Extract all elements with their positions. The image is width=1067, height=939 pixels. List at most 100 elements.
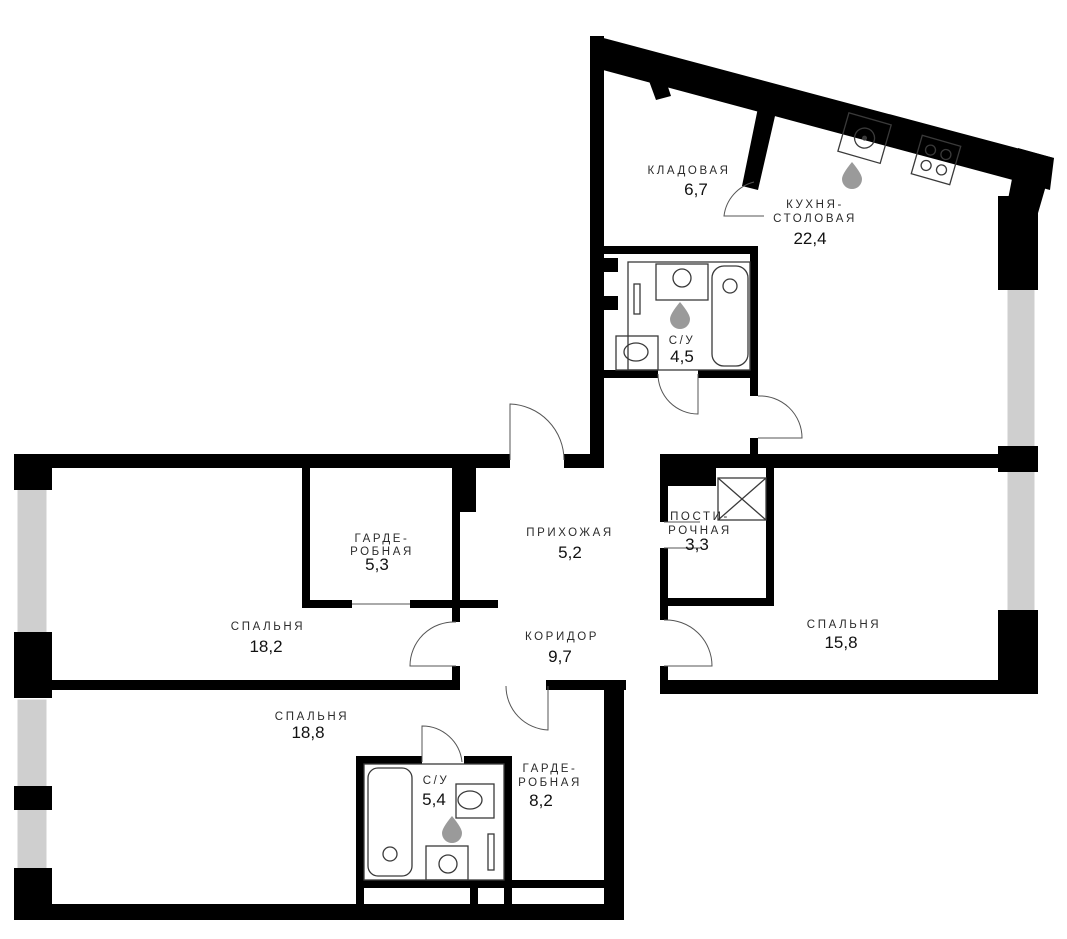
laundry-bottom-wall [660,598,774,606]
left-corner-top [14,454,52,490]
shaft-1 [600,258,618,272]
kitchen-top-wall [596,36,1054,190]
pantry-area: 6,7 [684,180,708,199]
room-labels: КЛАДОВАЯ 6,7 КУХНЯ- СТОЛОВАЯ 22,4 С/У 4,… [231,165,879,810]
bedroom-divider-wall [44,680,460,690]
bath1-radiator [633,283,641,315]
pantry-door [723,181,764,217]
wardrobe2-name-line2: РОБНАЯ [518,777,582,789]
laundry-area: 3,3 [685,535,709,554]
wardrobe1-name-line1: ГАРДЕ- [355,533,410,545]
bath2-top-wall-a [356,756,422,764]
wardrobe2-area: 8,2 [529,791,553,810]
bath1-toilet-tank [615,335,659,371]
bath2-bottom-wall [356,880,512,888]
bath1-sink-bowl [672,268,692,288]
corridor-left-jamb [452,666,460,688]
bedroom1-top-wall [14,454,510,468]
wardrobe2-bottom-wall [512,880,612,888]
bath2-toilet-tank [455,783,495,819]
laundry-shower-cross [717,477,767,521]
wardrobe1-name-line2: РОБНАЯ [350,546,414,558]
bath2-left-wall [356,756,364,906]
hall-area: 5,2 [558,543,582,562]
bath2-door [421,725,463,763]
bath1-right-wall [750,246,758,376]
bath2-name: С/У [423,775,450,787]
bedroom2-left-jamb [660,666,668,692]
kitchen-door [757,395,803,439]
bedroom3-window-top [14,696,50,790]
bath1-sink [655,263,709,301]
bedroom2-door [663,619,713,667]
wardrobe2-name-line1: ГАРДЕ- [523,763,578,775]
bath1-tub-drain [722,278,738,294]
bath1-name: С/У [669,335,696,347]
corridor-area: 9,7 [548,647,572,666]
hall-name: ПРИХОЖАЯ [526,527,614,539]
bedroom2-area: 15,8 [824,633,857,652]
wardrobe1-left-wall [302,462,310,608]
bedroom2-pier [998,610,1038,692]
kitchen-water-drop-icon [842,162,862,189]
bottom-wall [14,904,622,920]
bath2-radiator [487,833,495,871]
bedroom3-window-bottom [14,806,50,872]
bedroom2-bottom-wall [660,680,1038,694]
kitchen-name-line2: СТОЛОВАЯ [773,213,857,225]
pantry-bottom-wall [600,246,758,254]
bath1-outline [627,261,751,371]
kitchen-area: 22,4 [793,229,826,248]
laundry-left-wall-b [660,548,668,620]
bedroom1-door [409,621,457,667]
bedroom3-area: 18,8 [291,723,324,742]
bedroom1-area: 18,2 [249,637,282,656]
bedroom1-name: СПАЛЬНЯ [231,621,305,633]
bath2-tub [367,767,413,877]
laundry-shaft-hole-1 [674,468,684,482]
kitchen-name-line1: КУХНЯ- [786,199,844,211]
hall-top-wall [564,454,604,468]
laundry-opening [664,521,700,549]
kitchen-door-jamb-2 [750,438,758,466]
bath1-door [657,373,699,415]
hall-niche-inner [462,474,470,504]
bath2-shaft-divider [470,884,478,906]
shaft-2 [600,296,618,310]
bedroom2-top-wall [660,454,1038,468]
kitchen-door-jamb [750,376,758,396]
bath2-toilet [457,790,483,810]
bath1-water-drop-icon [670,302,690,329]
pantry-left-wall [590,36,604,468]
laundry-right-wall [766,462,774,606]
bath1-tub [711,265,749,367]
bath2-area: 5,4 [422,790,446,809]
walls [14,36,1054,920]
bath1-bottom-wall-b [698,370,758,378]
laundry-name-line1: ПОСТИ- [670,511,730,523]
bedroom3-door [505,685,549,731]
pantry-name: КЛАДОВАЯ [647,165,730,177]
bath2-tub-drain [382,846,398,862]
kitchen-stove [910,134,962,186]
left-pier-2 [14,786,52,810]
doors [352,181,803,763]
bedroom3-name: СПАЛЬНЯ [275,711,349,723]
bath1-bottom-wall-a [600,370,658,378]
bath2-sink [425,845,469,881]
corridor-name: КОРИДОР [525,631,599,643]
bath1-area: 4,5 [670,347,694,366]
pantry-window-jamb [645,66,671,100]
wardrobe2-right-wall [604,680,624,920]
bath2-sink-bowl [438,854,458,874]
hall-left-wall [452,462,460,622]
kitchen-sink [837,111,893,165]
wardrobe1-area: 5,3 [365,555,389,574]
kitchen-pier-1 [998,196,1038,290]
laundry-left-wall-a [660,454,668,522]
bath2-water-drop-icon [442,816,462,843]
bedroom1-window [14,486,50,636]
laundry-shaft-hole-2 [692,468,702,482]
bedroom2-window [1004,468,1038,614]
